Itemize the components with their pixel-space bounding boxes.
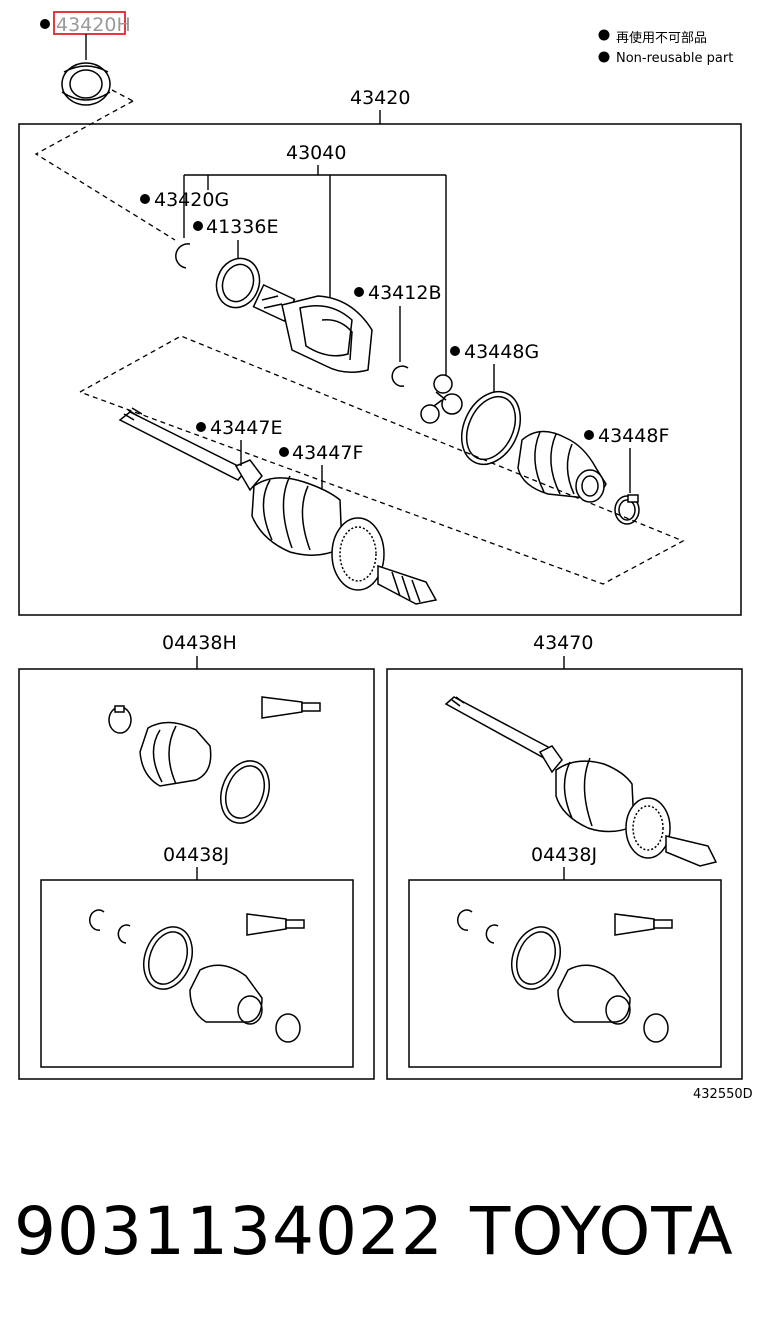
boot-kit-j-left-label: 04438J (163, 844, 229, 866)
boot-kit-j-right-parts (457, 909, 673, 1043)
legend-en: Non-reusable part (616, 51, 733, 66)
boot-kit-h-parts (108, 696, 321, 824)
outboard-shaft-part (444, 696, 718, 867)
snap-ring-g-label: 43420G (154, 189, 229, 211)
snap-ring-b-part (391, 365, 409, 387)
boot-kit-j-left-box (40, 879, 354, 1068)
non-reusable-bullet-icon (279, 447, 289, 457)
clamp-f2-label: 43448F (598, 425, 669, 447)
seal-part-label: 43420H (56, 14, 131, 36)
clamp-g-label: 43448G (464, 341, 539, 363)
boot-kit-h-label: 04438H (162, 632, 237, 654)
seal-ring-part (61, 62, 134, 106)
shaft-group-outline (79, 335, 685, 585)
inboard-joint-label: 43040 (286, 142, 346, 164)
non-reusable-bullet-icon (450, 346, 460, 356)
snap-ring-b-callout[interactable]: 43412B (354, 282, 441, 362)
band-clamp-large-part (460, 390, 522, 466)
non-reusable-bullet-icon (598, 51, 610, 63)
oil-seal-label: 41336E (206, 216, 278, 238)
non-reusable-bullet-icon (598, 29, 610, 41)
non-reusable-bullet-icon (140, 194, 150, 204)
drive-shaft-part (118, 407, 438, 605)
non-reusable-bullet-icon (193, 221, 203, 231)
outboard-shaft-label: 43470 (533, 632, 593, 654)
boot-kit-j-right-label: 04438J (531, 844, 597, 866)
clamp-f2-callout[interactable]: 43448F (584, 425, 669, 493)
non-reusable-bullet-icon (40, 19, 50, 29)
legend: 再使用不可部品 Non-reusable part (598, 29, 733, 66)
clamp-f-callout[interactable]: 43447F (279, 442, 363, 490)
boot-kit-j-right-box (408, 879, 722, 1068)
snap-ring-b-label: 43412B (368, 282, 441, 304)
oil-seal-callout[interactable]: 41336E (193, 216, 278, 258)
seal-43420h-callout[interactable]: 43420H (40, 11, 131, 60)
legend-jp: 再使用不可部品 (616, 30, 707, 46)
outboard-shaft-box (386, 668, 743, 1080)
non-reusable-bullet-icon (354, 287, 364, 297)
inboard-joint-housing-part (252, 283, 373, 373)
brand-name: TOYOTA (470, 1193, 734, 1270)
part-number: 9031134022 (14, 1193, 444, 1270)
boot-kit-h-box (18, 668, 375, 1080)
small-clamp-part (614, 494, 640, 525)
non-reusable-bullet-icon (196, 422, 206, 432)
tripod-part (420, 374, 463, 424)
shaft-assy-box (18, 123, 742, 616)
non-reusable-bullet-icon (584, 430, 594, 440)
clamp-e-label: 43447E (210, 417, 282, 439)
snap-ring-g-callout[interactable]: 43420G (140, 189, 229, 211)
highlight-box (53, 11, 126, 35)
clamp-f-label: 43447F (292, 442, 363, 464)
boot-kit-j-left-parts (89, 909, 305, 1043)
inboard-boot-part (517, 430, 607, 503)
shaft-assy-label: 43420 (350, 87, 410, 109)
snap-ring-part (175, 243, 191, 269)
clamp-g-callout[interactable]: 43448G (450, 341, 539, 392)
clamp-e-callout[interactable]: 43447E (196, 417, 282, 466)
diagram-code: 432550D (693, 1087, 753, 1102)
oil-seal-part (215, 257, 261, 309)
